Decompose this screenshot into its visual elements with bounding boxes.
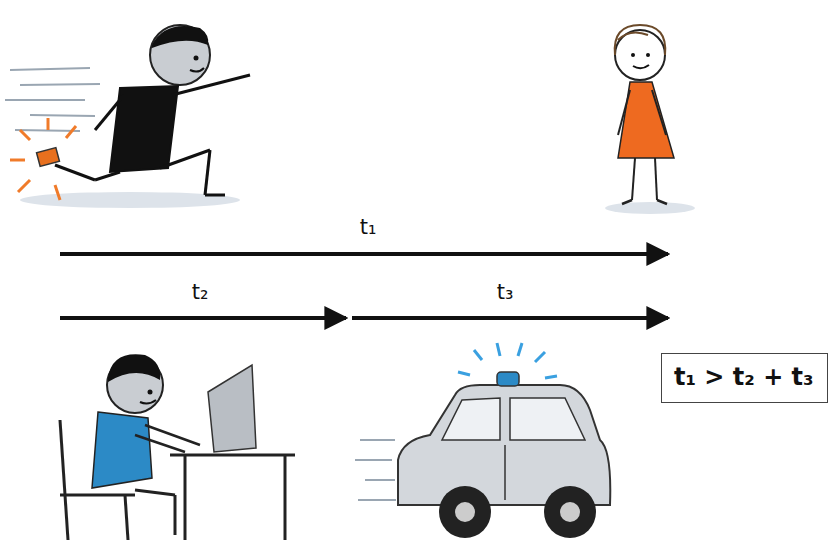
running-man bbox=[5, 25, 250, 208]
formula-box: t₁ > t₂ + t₃ bbox=[661, 353, 828, 403]
person-at-computer bbox=[60, 354, 295, 540]
woman bbox=[605, 25, 695, 214]
time-label: t₃ bbox=[494, 281, 517, 304]
time-label: t₁ bbox=[357, 216, 380, 239]
timeline-arrows bbox=[60, 254, 668, 318]
time-label: t₂ bbox=[189, 281, 212, 304]
police-car bbox=[355, 343, 610, 538]
formula-text: t₁ > t₂ + t₃ bbox=[674, 363, 814, 392]
